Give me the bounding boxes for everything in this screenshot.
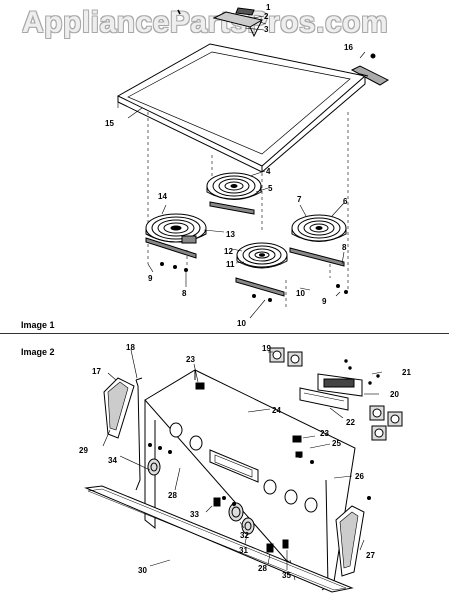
callout-32: 32 <box>240 531 249 540</box>
callouts-image-1: 1 2 3 4 5 6 7 8 8 9 9 10 10 11 12 13 14 … <box>105 3 353 328</box>
panel-knobs <box>147 422 318 535</box>
lower-trim-bar <box>84 485 354 593</box>
section-divider <box>0 333 449 334</box>
callout-7: 7 <box>297 195 302 204</box>
callout-28-bottom: 28 <box>258 564 267 573</box>
callout-28-center: 28 <box>168 491 177 500</box>
callout-34: 34 <box>108 456 117 465</box>
callout-23-right: 23 <box>320 429 329 438</box>
callout-19: 19 <box>262 344 271 353</box>
infinite-switches <box>269 347 403 441</box>
callout-16: 16 <box>344 43 353 52</box>
callout-31: 31 <box>239 546 248 555</box>
callout-9-left: 9 <box>148 274 153 283</box>
callout-5: 5 <box>268 184 273 193</box>
section-label-image-2: Image 2 <box>21 347 55 357</box>
callout-35: 35 <box>282 571 291 580</box>
side-bracket-left <box>135 377 143 491</box>
callout-30: 30 <box>138 566 147 575</box>
callout-14: 14 <box>158 192 167 201</box>
section-label-image-1: Image 1 <box>21 320 55 330</box>
callout-1: 1 <box>266 3 271 12</box>
left-end-trim <box>103 377 135 439</box>
callouts-image-2: 17 18 19 20 21 22 23 23 24 25 26 27 28 2… <box>79 343 411 580</box>
callout-11: 11 <box>226 260 235 269</box>
callout-6: 6 <box>343 197 348 206</box>
surface-element-right-rear <box>291 214 347 242</box>
callout-27: 27 <box>366 551 375 560</box>
leader-lines-image-2 <box>102 349 383 570</box>
callout-9-right: 9 <box>322 297 327 306</box>
watermark: AppliancePartsPros.com <box>22 6 389 39</box>
callout-25: 25 <box>332 439 341 448</box>
callout-29: 29 <box>79 446 88 455</box>
callout-8-right: 8 <box>342 243 347 252</box>
callout-18: 18 <box>126 343 135 352</box>
callout-3: 3 <box>264 25 269 34</box>
callout-17: 17 <box>92 367 101 376</box>
top-hinge-brackets <box>177 7 264 38</box>
callout-20: 20 <box>390 390 399 399</box>
callout-15: 15 <box>105 119 114 128</box>
callout-13: 13 <box>226 230 235 239</box>
surface-element-rear-left <box>206 172 262 200</box>
terminal-block <box>350 53 390 86</box>
callout-10-right: 10 <box>296 289 305 298</box>
surface-element-left-front <box>145 213 207 244</box>
callout-2: 2 <box>264 12 269 21</box>
control-panel-backguard <box>144 369 356 589</box>
callout-21: 21 <box>402 368 411 377</box>
callout-10-bottom: 10 <box>237 319 246 328</box>
callout-12: 12 <box>224 247 233 256</box>
element-bracket-left <box>145 237 197 272</box>
leader-lines-image-1 <box>127 15 366 319</box>
callout-4: 4 <box>266 167 271 176</box>
callout-8-left: 8 <box>182 289 187 298</box>
element-bracket-right <box>289 247 348 294</box>
callout-26: 26 <box>355 472 364 481</box>
callout-33: 33 <box>190 510 199 519</box>
callout-24: 24 <box>272 406 281 415</box>
right-end-trim <box>335 505 365 577</box>
panel-screws <box>148 359 380 553</box>
callout-23-top: 23 <box>186 355 195 364</box>
electronic-clock-control <box>299 373 363 411</box>
surface-element-center-front <box>236 242 288 269</box>
callout-22: 22 <box>346 418 355 427</box>
element-bracket-rear <box>209 201 255 215</box>
element-bracket-front <box>235 277 285 302</box>
cooktop-glass-top <box>116 43 367 173</box>
